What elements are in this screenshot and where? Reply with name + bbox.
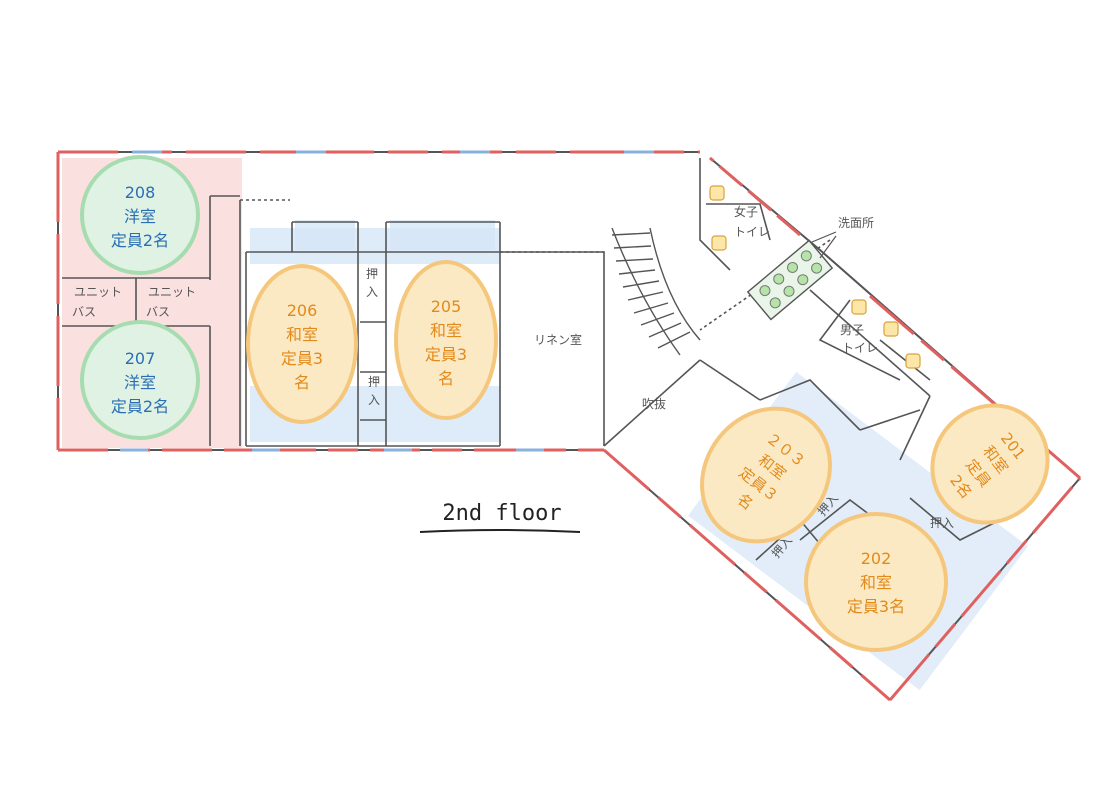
- washbasin-counter: [746, 239, 834, 321]
- men-toilet-line2: トイレ: [842, 341, 878, 355]
- room-208-type: 洋室: [124, 207, 156, 226]
- senmenjo-arrow: [811, 231, 837, 243]
- men-toilet-line1: 男子: [840, 323, 864, 337]
- room-205-number: 205: [431, 297, 462, 316]
- women-toilet-line2: トイレ: [734, 225, 770, 239]
- floor-title: 2nd floor: [419, 501, 581, 533]
- room-207-type: 洋室: [124, 373, 156, 392]
- unit-bath-right-line1: ユニット: [148, 285, 196, 299]
- linen-room-label: リネン室: [534, 332, 582, 347]
- room-206-type: 和室: [286, 325, 318, 344]
- fukinuke-label: 吹抜: [642, 397, 666, 411]
- oshiire-lower-line2: 入: [368, 393, 380, 407]
- women-toilet-line1: 女子: [734, 204, 758, 219]
- room-202[interactable]: 202 和室 定員3名: [804, 512, 948, 652]
- floor-label-underline: [419, 529, 581, 533]
- room-203[interactable]: ２０３ 和室 定員３ 名: [676, 383, 857, 567]
- toilet-fixtures: [709, 185, 921, 369]
- interior-walls: [62, 158, 1001, 561]
- room-202-number: 202: [861, 549, 892, 568]
- room-202-capacity: 定員3名: [847, 597, 905, 616]
- room-208-capacity: 定員2名: [111, 231, 169, 250]
- room-202-type: 和室: [860, 573, 892, 592]
- room-205-capacity-1: 定員3: [425, 345, 467, 364]
- room-208[interactable]: 208 洋室 定員2名: [80, 155, 200, 275]
- room-206[interactable]: 206 和室 定員3 名: [246, 264, 358, 424]
- room-205-capacity-2: 名: [438, 369, 454, 388]
- room-205[interactable]: 205 和室 定員3 名: [394, 260, 498, 420]
- oshiire-upper-line2: 入: [366, 285, 378, 299]
- room-206-number: 206: [287, 301, 318, 320]
- room-206-capacity-1: 定員3: [281, 349, 323, 368]
- unit-bath-right-line2: バス: [146, 305, 170, 319]
- oshiire-upper-line1: 押: [366, 267, 378, 281]
- exterior-walls: [56, 150, 1082, 702]
- room-207-capacity: 定員2名: [111, 397, 169, 416]
- floor-label: 2nd floor: [442, 501, 561, 526]
- senmenjo-arrow-2: [819, 235, 837, 259]
- room-207-number: 207: [125, 349, 156, 368]
- facility-labels: ユニット バス ユニット バス 押 入 押 入 リネン室 吹抜 洗面所 女子 ト…: [72, 204, 954, 561]
- room-207[interactable]: 207 洋室 定員2名: [80, 320, 200, 440]
- oshiire-lower-line1: 押: [368, 375, 380, 389]
- room-201[interactable]: 201 和室 定員 2名: [909, 382, 1071, 546]
- room-208-number: 208: [125, 183, 156, 202]
- staircase: [611, 227, 701, 356]
- senmenjo-label: 洗面所: [838, 216, 874, 230]
- room-205-type: 和室: [430, 321, 462, 340]
- unit-bath-left-line2: バス: [72, 305, 96, 319]
- unit-bath-left-line1: ユニット: [74, 285, 122, 299]
- oshiire-201-label: 押入: [930, 516, 954, 530]
- room-206-capacity-2: 名: [294, 373, 310, 392]
